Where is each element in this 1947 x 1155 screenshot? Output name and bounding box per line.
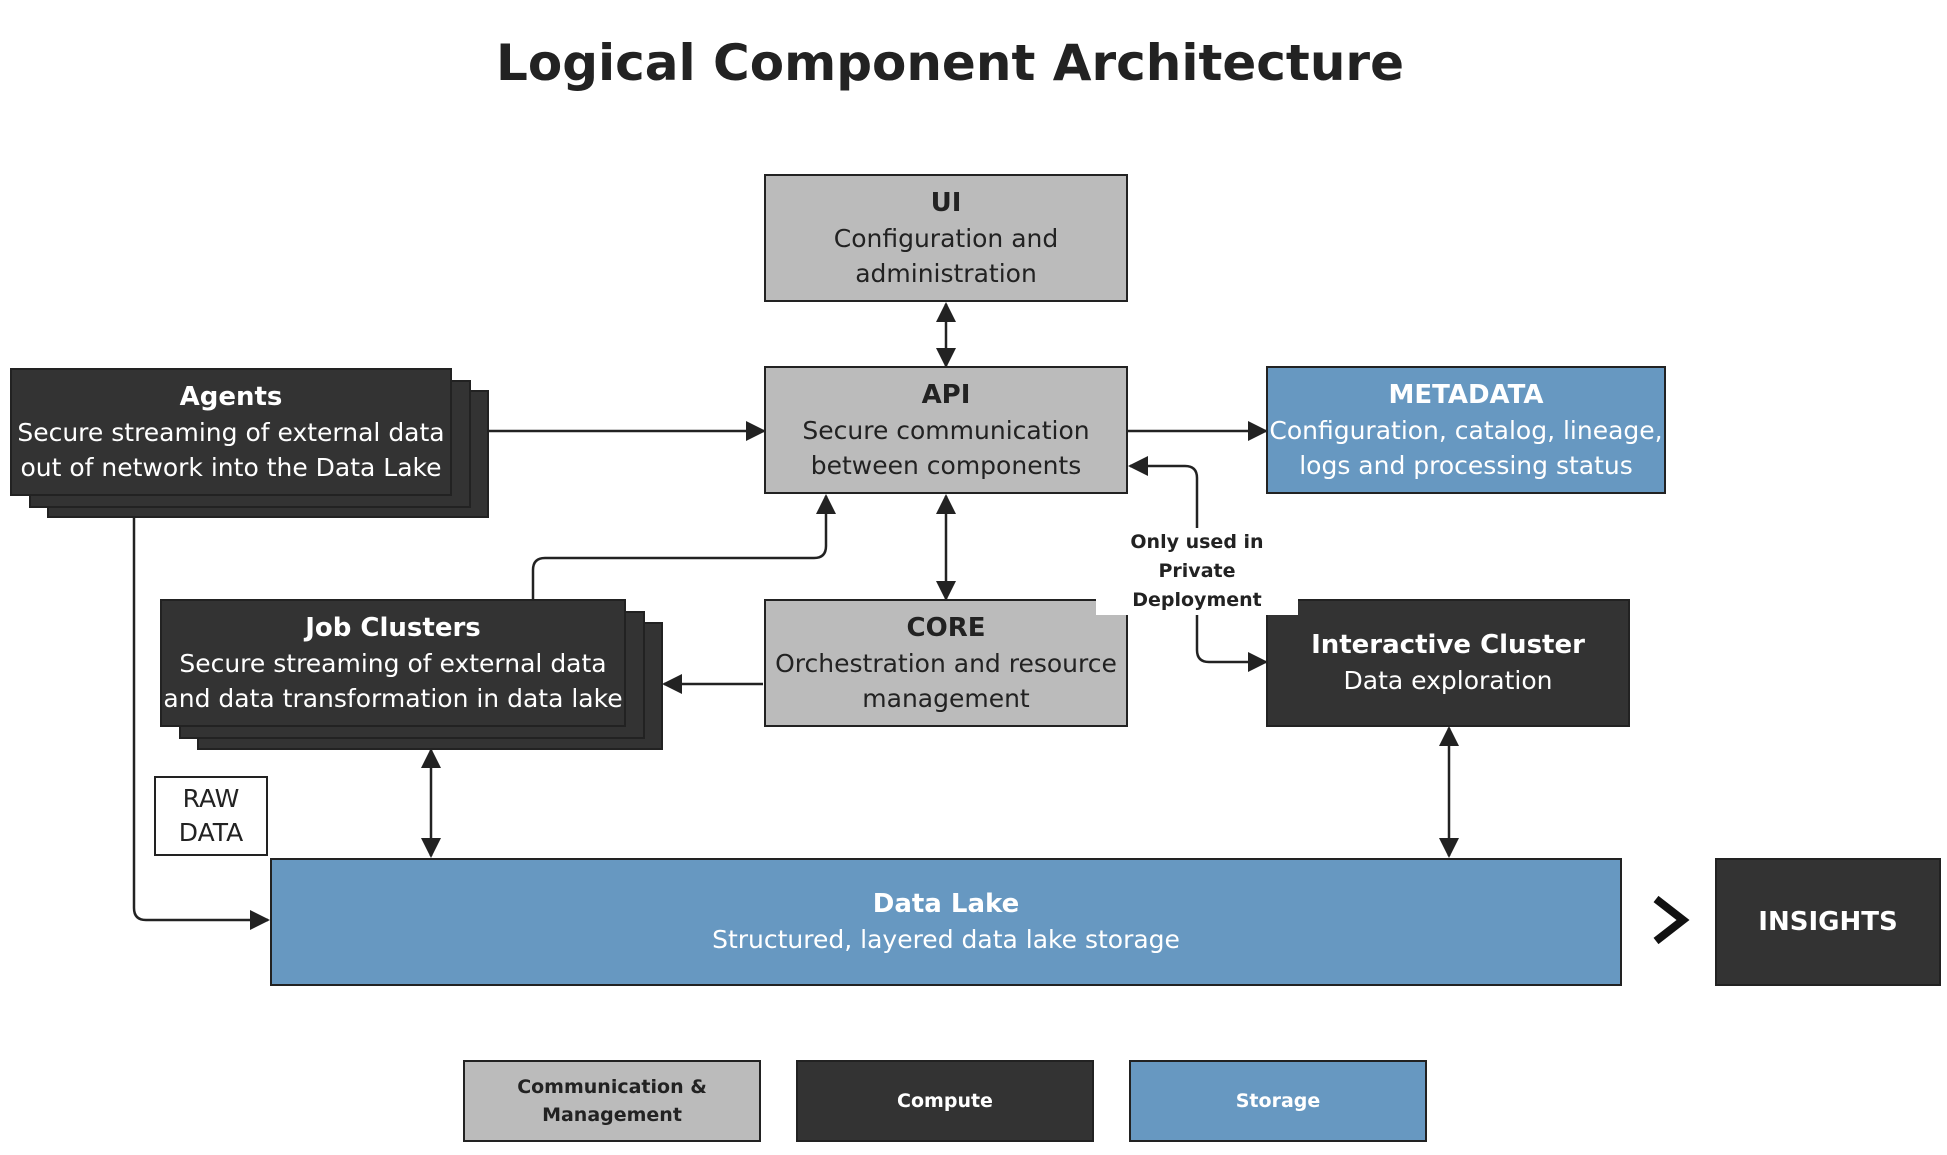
core-desc-line1: Orchestration and resource bbox=[775, 648, 1117, 678]
private-note-line1: Only used in bbox=[1130, 531, 1264, 553]
metadata-desc-line1: Configuration, catalog, lineage, bbox=[1269, 415, 1663, 445]
raw-data-line2: DATA bbox=[178, 818, 244, 847]
data-lake-desc: Structured, layered data lake storage bbox=[712, 925, 1180, 954]
legend-communication: Communication & Management bbox=[463, 1060, 761, 1142]
private-note-line2: Private Deployment bbox=[1132, 560, 1262, 611]
jobclusters-component: Job Clusters Secure streaming of externa… bbox=[160, 599, 626, 727]
metadata-component: METADATA Configuration, catalog, lineage… bbox=[1266, 366, 1666, 494]
insights-chevron-icon bbox=[1653, 895, 1690, 945]
jobclusters-desc-line1: Secure streaming of external data bbox=[179, 648, 607, 678]
metadata-desc-line2: logs and processing status bbox=[1299, 450, 1633, 480]
api-name: API bbox=[921, 379, 971, 410]
raw-data-line1: RAW bbox=[182, 784, 240, 813]
core-component: CORE Orchestration and resource manageme… bbox=[764, 599, 1128, 727]
jobclusters-api-connector bbox=[531, 494, 836, 599]
insights-name: INSIGHTS bbox=[1758, 906, 1898, 937]
ui-name: UI bbox=[930, 187, 962, 218]
api-component: API Secure communication between compone… bbox=[764, 366, 1128, 494]
legend-storage-label: Storage bbox=[1235, 1090, 1321, 1112]
api-desc-line2: between components bbox=[810, 450, 1082, 480]
legend-compute: Compute bbox=[796, 1060, 1094, 1142]
metadata-name: METADATA bbox=[1388, 379, 1544, 410]
api-desc-line1: Secure communication bbox=[802, 415, 1090, 445]
insights-component: INSIGHTS bbox=[1715, 858, 1941, 986]
interactive-cluster-component: Interactive Cluster Data exploration bbox=[1266, 599, 1630, 727]
agents-desc-line2: out of network into the Data Lake bbox=[20, 452, 442, 482]
core-name: CORE bbox=[906, 612, 986, 643]
legend-communication-line2: Management bbox=[542, 1104, 682, 1126]
legend-communication-line1: Communication & bbox=[517, 1076, 707, 1098]
ui-component: UI Configuration and administration bbox=[764, 174, 1128, 302]
ui-desc-line2: administration bbox=[855, 258, 1037, 288]
private-deployment-note: Only used in Private Deployment bbox=[1096, 528, 1298, 615]
data-lake-name: Data Lake bbox=[872, 889, 1020, 919]
core-desc-line2: management bbox=[862, 683, 1030, 713]
interactive-cluster-name: Interactive Cluster bbox=[1311, 630, 1585, 660]
legend-storage: Storage bbox=[1129, 1060, 1427, 1142]
interactive-cluster-desc: Data exploration bbox=[1343, 666, 1553, 695]
ui-desc-line1: Configuration and bbox=[833, 223, 1059, 253]
jobclusters-desc-line2: and data transformation in data lake bbox=[163, 683, 623, 713]
agents-component: Agents Secure streaming of external data… bbox=[10, 368, 452, 496]
agents-datalake-connector bbox=[132, 496, 270, 930]
agents-name: Agents bbox=[179, 381, 283, 412]
jobclusters-name: Job Clusters bbox=[305, 612, 481, 643]
data-lake-component: Data Lake Structured, layered data lake … bbox=[270, 858, 1622, 986]
raw-data-label: RAW DATA bbox=[154, 776, 268, 856]
agents-desc-line1: Secure streaming of external data bbox=[17, 417, 445, 447]
legend-compute-label: Compute bbox=[897, 1090, 993, 1112]
diagram-title: Logical Component Architecture bbox=[495, 34, 1404, 92]
